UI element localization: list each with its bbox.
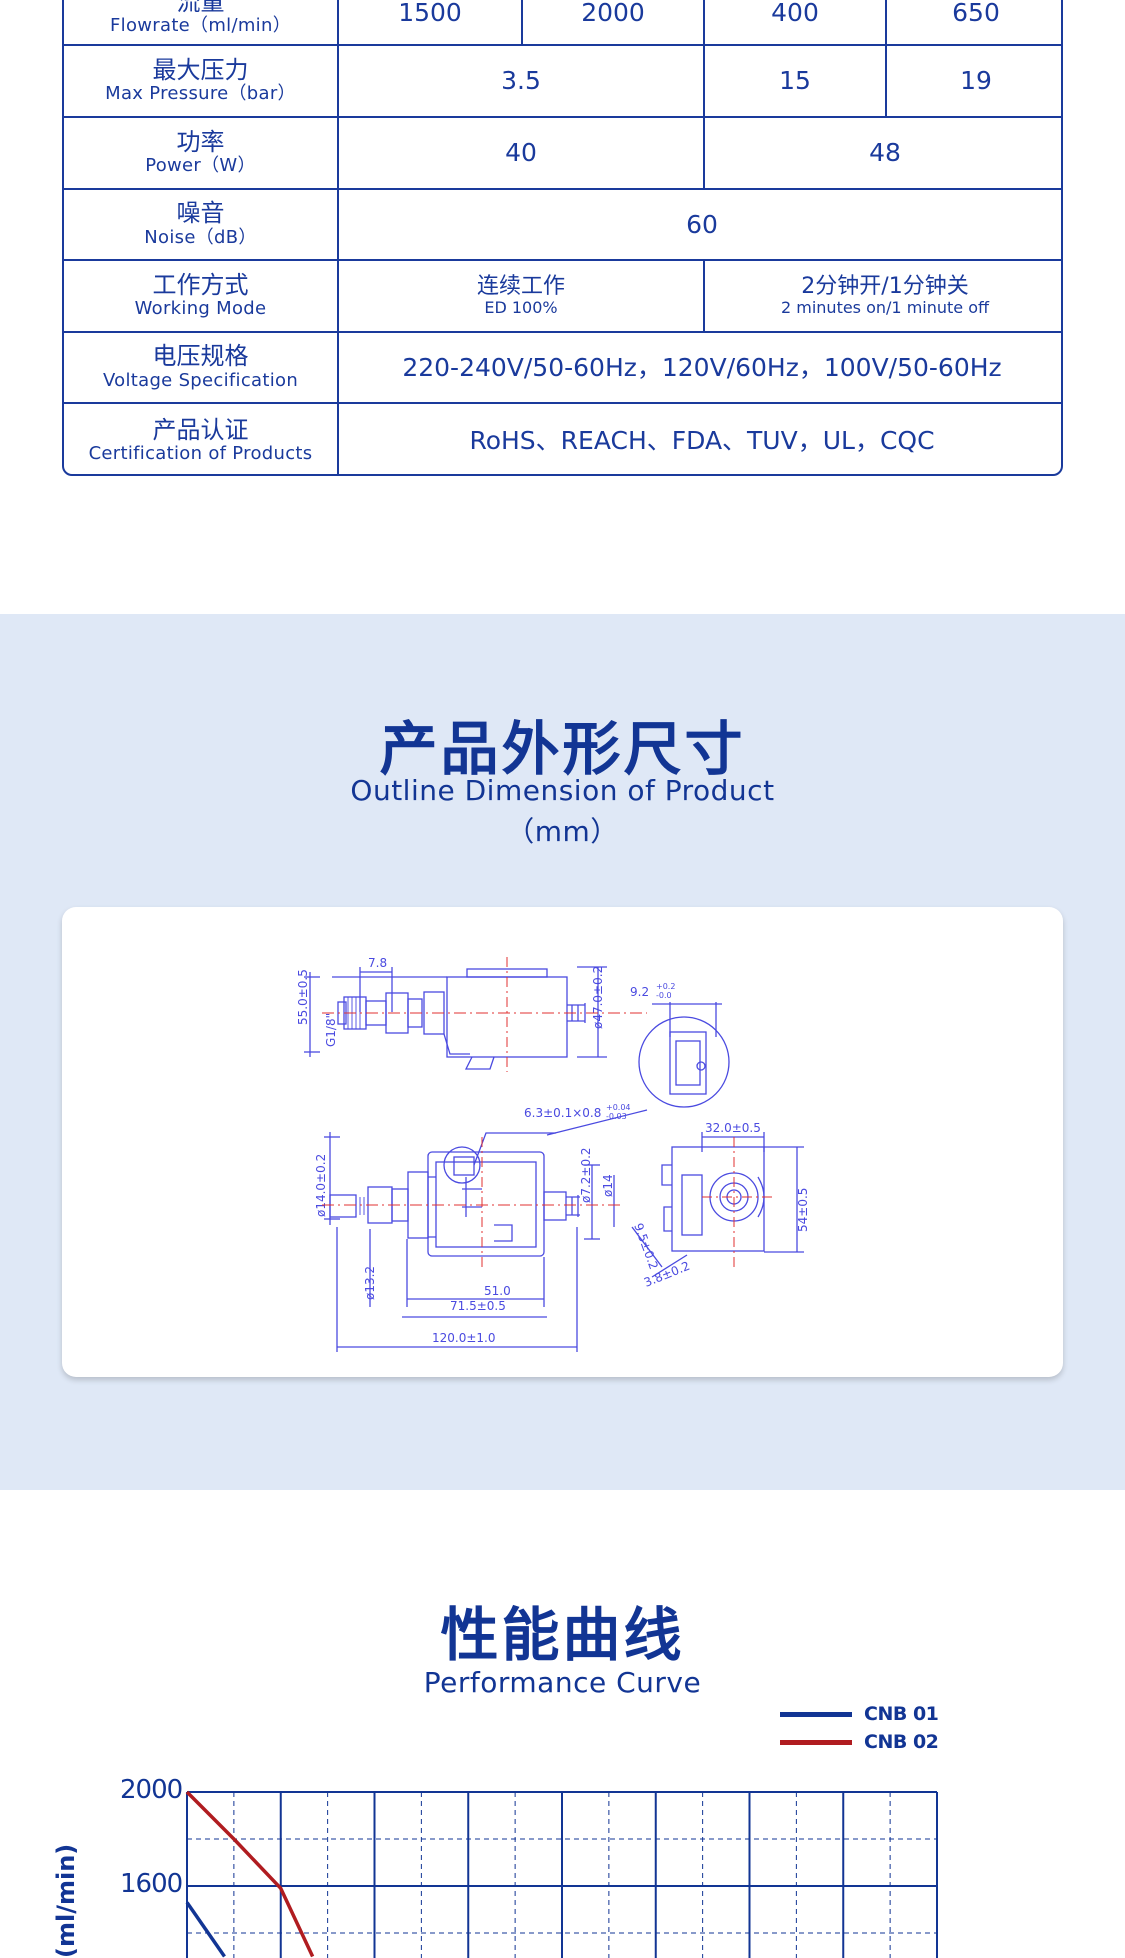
performance-title-cn: 性能曲线 (440, 1601, 685, 1669)
spec-label: 电压规格 Voltage Specification (64, 333, 339, 402)
spec-label: 功率 Power（W） (64, 118, 339, 188)
spec-label-cn: 功率 (176, 127, 225, 156)
spec-label-cn: 电压规格 (152, 342, 249, 371)
series-line-0 (185, 1901, 226, 1958)
dim-label: G1/8" (324, 1013, 338, 1047)
dim-label: 71.5±0.5 (450, 1299, 506, 1313)
detail-view (546, 1002, 730, 1136)
performance-title-en: Performance Curve (423, 1666, 702, 1699)
dim-label: 32.0±0.5 (705, 1121, 761, 1135)
dim-label: 6.3±0.1×0.8 (524, 1106, 601, 1120)
dim-label: ø7.2±0.2 (579, 1147, 593, 1203)
dim-label: 120.0±1.0 (432, 1331, 496, 1345)
spec-value: 40 (505, 138, 537, 168)
spec-value: 2000 (521, 0, 703, 44)
drawing-card: 7.8 55.0±0.5 G1/8" ø47.0±0.2 9.2 +0.2 -0… (62, 907, 1063, 1377)
dim-label: 7.8 (368, 956, 387, 970)
dim-label: 51.0 (484, 1284, 511, 1298)
outline-drawing: 7.8 55.0±0.5 G1/8" ø47.0±0.2 9.2 +0.2 -0… (296, 956, 810, 1352)
spec-value: 3.5 (501, 66, 541, 96)
dim-label: 9.2 (630, 985, 649, 999)
spec-label: 噪音 Noise（dB） (64, 190, 339, 259)
spec-value-mode: 2分钟开/1分钟关 2 minutes on/1 minute off (703, 261, 1061, 331)
legend-item-cnb02: CNB 02 (780, 1731, 939, 1753)
spec-label-en: Flowrate（ml/min） (110, 15, 291, 37)
spec-value: 1500 (398, 0, 462, 28)
mode-en: 2 minutes on/1 minute off (780, 298, 990, 318)
spec-label-en: Max Pressure（bar） (105, 83, 296, 105)
series-line-1 (185, 1790, 315, 1958)
dim-label: -0.0 (656, 991, 672, 1000)
dim-label: 55.0±0.5 (296, 969, 310, 1025)
spec-row-working-mode: 工作方式 Working Mode 连续工作 ED 100% 2分钟开/1分钟关… (64, 261, 1061, 333)
spec-label-en: Voltage Specification (102, 369, 299, 391)
legend-item-cnb01: CNB 01 (780, 1703, 939, 1725)
spec-label-cn: 流量 (176, 0, 225, 16)
spec-row-voltage: 电压规格 Voltage Specification 220-240V/50-6… (64, 333, 1061, 404)
spec-label-cn: 工作方式 (152, 270, 249, 299)
top-view (304, 957, 647, 1072)
mode-cn: 连续工作 (476, 274, 565, 300)
spec-label-en: Power（W） (145, 155, 256, 177)
spec-value: 400 (703, 0, 885, 44)
spec-value: 220-240V/50-60Hz，120V/60Hz，100V/50-60Hz (402, 352, 1002, 382)
dim-label: 54±0.5 (796, 1188, 810, 1232)
spec-value: 60 (686, 209, 718, 239)
spec-label: 工作方式 Working Mode (64, 261, 339, 331)
spec-row-flowrate: 流量 Flowrate（ml/min） 1500 2000 400 650 (64, 0, 1061, 46)
legend-label: CNB 02 (864, 1731, 939, 1753)
legend-label: CNB 01 (864, 1703, 939, 1725)
spec-value-mode: 连续工作 ED 100% (339, 261, 703, 331)
legend-swatch (780, 1711, 852, 1717)
dim-label: +0.2 (656, 982, 675, 991)
spec-value: 15 (703, 46, 885, 116)
spec-label-en: Noise（dB） (144, 226, 257, 248)
dimension-section: 产品外形尺寸 Outline Dimension of Product （mm）… (0, 614, 1125, 1490)
spec-row-power: 功率 Power（W） 40 48 (64, 118, 1061, 190)
front-view (322, 1132, 622, 1352)
spec-label-cn: 产品认证 (152, 415, 249, 444)
spec-value: RoHS、REACH、FDA、TUV，UL，CQC (469, 426, 935, 456)
legend-swatch (780, 1739, 852, 1745)
dim-label: +0.04 (606, 1103, 631, 1112)
y-tick-label: 1600 (120, 1869, 183, 1899)
dim-label: ø14.0±0.2 (314, 1154, 328, 1217)
mode-en: ED 100% (484, 298, 558, 318)
spec-label-en: Working Mode (134, 298, 267, 320)
spec-label: 产品认证 Certification of Products (64, 404, 339, 474)
spec-value: 48 (703, 118, 1061, 188)
spec-label-cn: 最大压力 (152, 55, 249, 84)
dimension-title-cn: 产品外形尺寸 (379, 715, 746, 783)
spec-row-max-pressure: 最大压力 Max Pressure（bar） 3.5 15 19 (64, 46, 1061, 118)
mode-cn: 2分钟开/1分钟关 (801, 274, 969, 300)
dim-label: ø14 (601, 1174, 615, 1197)
dim-label: -0.03 (606, 1112, 627, 1121)
spec-label: 最大压力 Max Pressure（bar） (64, 46, 339, 116)
spec-row-certification: 产品认证 Certification of Products RoHS、REAC… (64, 404, 1061, 474)
dimension-title-en: Outline Dimension of Product (350, 774, 775, 807)
side-view (631, 1132, 804, 1278)
y-axis-label: (ml/min) (52, 1843, 80, 1958)
spec-table: 流量 Flowrate（ml/min） 1500 2000 400 650 最大… (62, 0, 1063, 476)
spec-row-noise: 噪音 Noise（dB） 60 (64, 190, 1061, 261)
spec-value: 19 (885, 46, 1061, 116)
spec-label-cn: 噪音 (176, 199, 225, 228)
spec-value: 650 (885, 0, 1061, 44)
spec-label: 流量 Flowrate（ml/min） (64, 0, 339, 44)
dimension-unit: （mm） (506, 815, 619, 848)
y-tick-label: 2000 (120, 1775, 183, 1805)
spec-label-en: Certification of Products (88, 443, 313, 465)
